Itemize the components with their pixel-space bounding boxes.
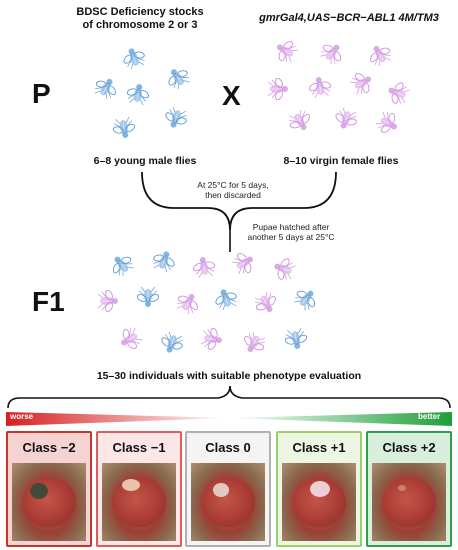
f1-fly-female xyxy=(242,332,266,354)
eye-photo xyxy=(102,463,176,541)
eye-surface xyxy=(22,477,76,527)
eye-photo xyxy=(12,463,86,541)
cross-symbol: X xyxy=(222,80,241,111)
class-panel: Class 0 xyxy=(185,431,271,547)
pupae-note: Pupae hatched after another 5 days at 25… xyxy=(247,222,335,242)
better-label: better xyxy=(418,412,441,421)
f1-fly-male xyxy=(136,286,160,308)
generation-f1-label: F1 xyxy=(32,286,65,317)
f1-fly-male xyxy=(152,250,176,272)
eye-photo xyxy=(191,463,265,541)
f1-fly-female xyxy=(272,258,296,280)
eye-surface xyxy=(382,477,436,527)
class-panel: Class −1 xyxy=(96,431,182,547)
f1-flies-cluster xyxy=(96,248,326,363)
female-flies-label: 8–10 virgin female flies xyxy=(283,155,399,167)
evaluation-bracket-right xyxy=(229,385,451,409)
eye-photo xyxy=(282,463,356,541)
f1-fly-female xyxy=(192,256,216,278)
eye-lesion xyxy=(213,483,229,497)
deficiency-stocks-header: BDSC Deficiency stocks of chromosome 2 o… xyxy=(76,6,204,31)
f1-fly-male xyxy=(110,254,134,276)
class-panel: Class −2 xyxy=(6,431,92,547)
class-label: Class 0 xyxy=(205,440,251,455)
driver-line-header: gmrGal4,UAS−BCR−ABL1 4M/TM3 xyxy=(259,12,439,24)
f1-fly-male xyxy=(284,328,308,350)
f1-fly-female xyxy=(232,252,256,274)
eye-photo xyxy=(372,463,446,541)
eye-lesion xyxy=(398,485,406,491)
f1-fly-female xyxy=(200,328,224,350)
worse-label: worse xyxy=(10,412,34,421)
f1-fly-female xyxy=(254,292,278,314)
class-label: Class +1 xyxy=(292,440,346,455)
f1-fly-female xyxy=(176,292,200,314)
class-panel: Class +2 xyxy=(366,431,452,547)
eye-lesion xyxy=(122,479,140,491)
eye-surface xyxy=(201,477,255,527)
worse-wedge xyxy=(6,412,229,426)
class-label: Class −1 xyxy=(112,440,166,455)
class-label: Class −2 xyxy=(22,440,76,455)
f1-fly-male xyxy=(214,288,238,310)
class-label: Class +2 xyxy=(382,440,436,455)
f1-fly-female xyxy=(118,328,142,350)
f1-fly-female xyxy=(97,290,119,312)
better-wedge xyxy=(229,412,452,426)
generation-p-label: P xyxy=(32,78,51,109)
evaluation-bracket-left xyxy=(7,385,231,409)
f1-fly-male xyxy=(160,332,184,354)
class-panel: Class +1 xyxy=(276,431,362,547)
evaluation-label: 15–30 individuals with suitable phenotyp… xyxy=(96,370,362,382)
phenotype-scale xyxy=(6,412,452,426)
male-flies-label: 6–8 young male flies xyxy=(93,155,197,167)
incubation-note: At 25°C for 5 days, then discarded xyxy=(197,180,269,200)
eye-lesion xyxy=(30,483,48,499)
eye-lesion xyxy=(310,481,330,497)
f1-fly-male xyxy=(294,288,318,310)
